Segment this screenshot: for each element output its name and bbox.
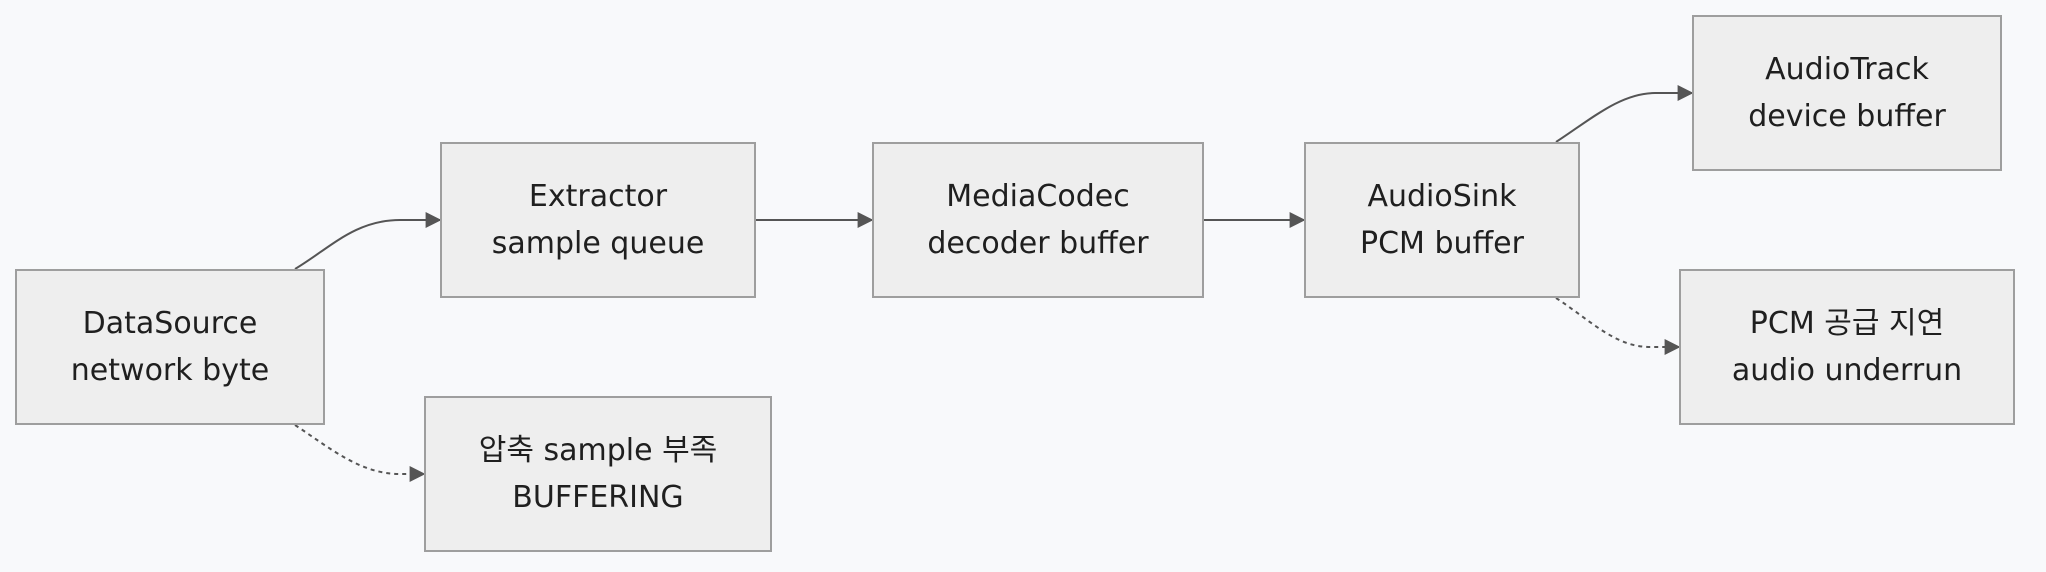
- node-datasource-title: DataSource: [82, 306, 258, 341]
- node-audiosink: AudioSink PCM buffer: [1304, 142, 1580, 298]
- node-buffering-title: 압축 sample 부족: [478, 433, 718, 468]
- node-buffering-subtitle: BUFFERING: [512, 480, 684, 515]
- edge-audiosink-audiotrack: [1555, 85, 1694, 143]
- node-underrun-subtitle: audio underrun: [1731, 353, 1963, 388]
- node-audiotrack-subtitle: device buffer: [1748, 99, 1946, 134]
- node-underrun-title: PCM 공급 지연: [1749, 306, 1945, 341]
- node-underrun: PCM 공급 지연 audio underrun: [1679, 269, 2015, 425]
- node-datasource: DataSource network byte: [15, 269, 325, 425]
- node-datasource-subtitle: network byte: [70, 353, 270, 388]
- node-extractor-subtitle: sample queue: [491, 226, 705, 261]
- edge-datasource-buffering: [294, 424, 426, 482]
- edge-datasource-extractor: [294, 212, 442, 270]
- edge-audiosink-underrun: [1555, 297, 1681, 355]
- node-audiotrack: AudioTrack device buffer: [1692, 15, 2002, 171]
- node-mediacodec-title: MediaCodec: [946, 179, 1130, 214]
- node-audiosink-title: AudioSink: [1367, 179, 1517, 214]
- node-mediacodec: MediaCodec decoder buffer: [872, 142, 1204, 298]
- node-extractor-title: Extractor: [528, 179, 668, 214]
- node-audiotrack-title: AudioTrack: [1765, 52, 1929, 87]
- node-buffering: 압축 sample 부족 BUFFERING: [424, 396, 772, 552]
- node-mediacodec-subtitle: decoder buffer: [927, 226, 1149, 261]
- node-audiosink-subtitle: PCM buffer: [1360, 226, 1524, 261]
- node-extractor: Extractor sample queue: [440, 142, 756, 298]
